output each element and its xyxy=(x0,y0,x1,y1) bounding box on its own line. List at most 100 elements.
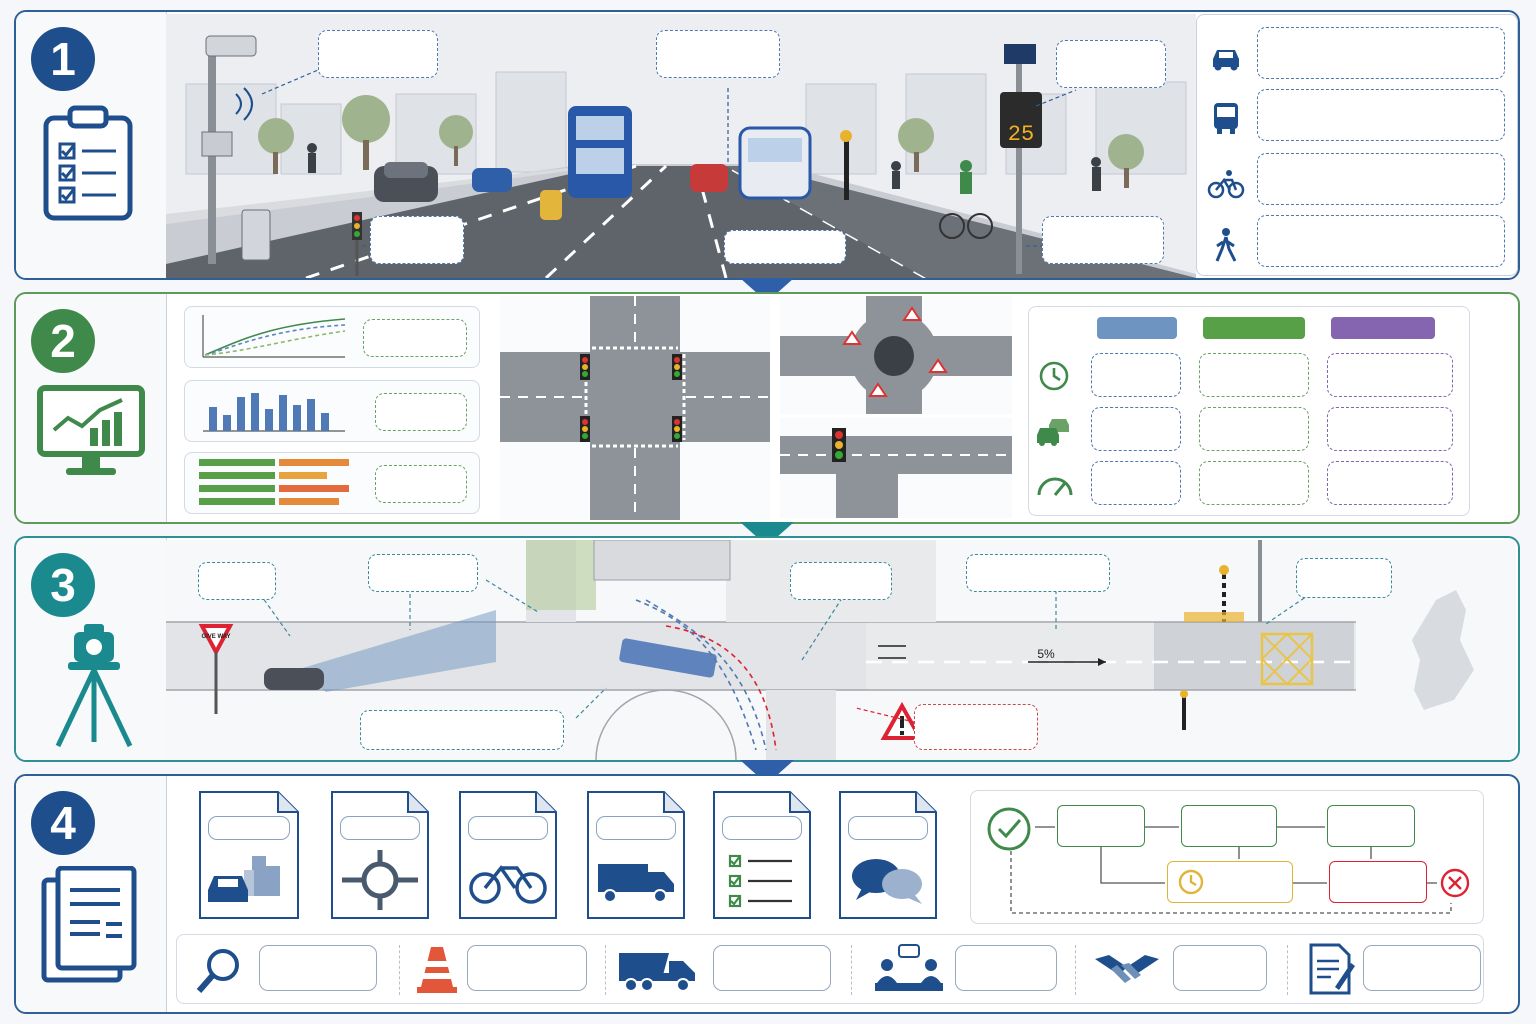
report-card-title-field xyxy=(596,816,676,840)
legend-field-pedestrian xyxy=(1257,215,1505,267)
matrix-header-purple xyxy=(1331,317,1435,339)
road-grade-label: 5% xyxy=(1037,647,1055,661)
step-1-number: 1 xyxy=(31,27,95,91)
step-2-rail: 2 xyxy=(16,294,167,522)
matrix-cell-r3-c2 xyxy=(1199,461,1309,505)
speed-display-value: 25 xyxy=(1008,122,1034,147)
step-3-number: 3 xyxy=(31,553,95,617)
site-callout-1 xyxy=(198,562,276,600)
clipboard-checklist-icon xyxy=(43,105,133,221)
car-icon xyxy=(1213,50,1239,71)
report-card-title-field xyxy=(722,816,802,840)
legend-field-car xyxy=(1257,27,1505,79)
clock-icon xyxy=(1039,361,1069,391)
report-card-freight xyxy=(586,790,686,920)
process-step-2 xyxy=(1181,805,1277,847)
process-step-3 xyxy=(1327,805,1415,847)
site-callout-hazard xyxy=(914,704,1038,750)
strip-field-meeting xyxy=(955,945,1057,991)
pedestrian-icon xyxy=(1215,228,1237,262)
documents-icon xyxy=(41,866,137,983)
mode-legend xyxy=(1196,14,1518,276)
survey-tripod-icon xyxy=(55,624,133,748)
strip-field-roadworks xyxy=(467,945,587,991)
callout-traffic-signal xyxy=(370,216,464,264)
line-chart-card xyxy=(184,306,480,368)
process-flow-connectors xyxy=(987,807,1470,914)
step-4-rail: 4 xyxy=(16,776,167,1012)
step-4-number: 4 xyxy=(31,791,95,855)
step-1-panel: 1 xyxy=(14,10,1520,280)
process-step-1 xyxy=(1057,805,1145,847)
speedometer-icon xyxy=(1037,477,1073,496)
give-way-sign-text: GIVE WAY xyxy=(201,634,230,640)
legend-field-bus xyxy=(1257,89,1505,141)
step-1-rail: 1 xyxy=(16,12,167,278)
report-card-title-field xyxy=(208,816,290,840)
strip-divider-3 xyxy=(851,945,852,995)
callout-lane xyxy=(724,230,846,264)
step-2-number: 2 xyxy=(31,309,95,373)
site-callout-3 xyxy=(790,562,892,600)
strip-field-construction xyxy=(713,945,831,991)
step-3-rail: 3 xyxy=(16,538,167,760)
gantt-chart-field xyxy=(375,465,467,503)
car-city-icon xyxy=(208,856,280,902)
report-card-title-field xyxy=(468,816,548,840)
site-callout-4 xyxy=(966,554,1110,592)
callout-road-center xyxy=(656,30,780,78)
report-card-consultation xyxy=(838,790,938,920)
step-4-panel: 4 xyxy=(14,774,1520,1014)
site-callout-5 xyxy=(1296,558,1392,598)
monitor-chart-icon xyxy=(37,385,145,475)
strip-divider-5 xyxy=(1287,945,1288,995)
signed-document-icon xyxy=(1309,943,1355,995)
matrix-header-green xyxy=(1203,317,1305,339)
strip-field-inspection xyxy=(259,945,377,991)
process-step-waiting xyxy=(1167,861,1293,903)
bus-icon xyxy=(1214,103,1238,134)
callout-speed-sign xyxy=(1056,40,1166,88)
checklist-icon xyxy=(728,854,792,908)
magnifier-icon xyxy=(196,949,239,993)
bicycle-icon xyxy=(469,865,547,904)
matrix-cell-r1-c2 xyxy=(1199,353,1309,397)
matrix-cell-r2-c1 xyxy=(1091,407,1181,451)
matrix-cell-r3-c1 xyxy=(1091,461,1181,505)
signalised-crossroads-diagram xyxy=(500,296,770,520)
callout-camera xyxy=(318,30,438,78)
meeting-icon xyxy=(875,944,943,991)
report-card-title-field xyxy=(340,816,420,840)
strip-field-agreement xyxy=(1173,945,1267,991)
t-junction-diagram xyxy=(780,418,1012,518)
process-step-rejected xyxy=(1329,861,1427,903)
stakeholder-strip xyxy=(176,934,1484,1004)
line-chart-thumbnail xyxy=(202,315,346,358)
handshake-icon xyxy=(1095,955,1159,983)
traffic-cone-icon xyxy=(417,947,457,993)
line-chart-field xyxy=(363,319,467,357)
roundabout-icon xyxy=(342,850,418,910)
bar-chart-thumbnail xyxy=(203,393,345,432)
gantt-chart-thumbnail xyxy=(199,459,349,505)
site-callout-2 xyxy=(368,554,478,592)
bar-chart-field xyxy=(375,393,467,431)
strip-divider-2 xyxy=(605,945,606,995)
truck-icon xyxy=(598,864,674,903)
report-card-junction xyxy=(330,790,430,920)
process-flow-diagram xyxy=(970,790,1484,924)
cars-icon xyxy=(1037,419,1069,446)
report-card-title-field xyxy=(848,816,928,840)
step-3-panel: 3 GIVE WAY xyxy=(14,536,1520,762)
matrix-cell-r1-c3 xyxy=(1327,353,1453,397)
report-card-checklist xyxy=(712,790,812,920)
clock-icon xyxy=(1178,869,1204,895)
speech-bubbles-icon xyxy=(852,859,922,904)
dump-truck-icon xyxy=(619,953,695,992)
comparison-matrix xyxy=(1028,306,1470,516)
bar-chart-card xyxy=(184,380,480,442)
matrix-cell-r2-c3 xyxy=(1327,407,1453,451)
strip-divider-4 xyxy=(1075,945,1076,995)
report-card-transport xyxy=(198,790,300,920)
matrix-cell-r1-c1 xyxy=(1091,353,1181,397)
